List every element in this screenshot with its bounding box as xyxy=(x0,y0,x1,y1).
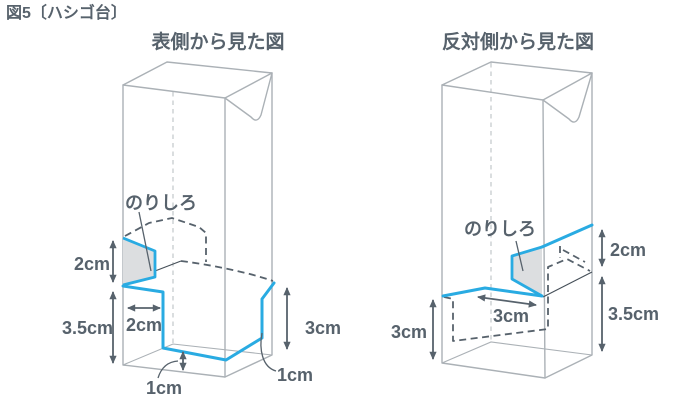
dim-label-lower-height: 3.5cm xyxy=(608,304,659,324)
carton-top-face xyxy=(122,61,273,99)
dim-label-bottom-strip: 1cm xyxy=(146,378,182,398)
fold-line xyxy=(542,271,593,298)
hidden-cut-notch xyxy=(124,217,207,262)
dim-label-flap-height: 2cm xyxy=(74,254,110,274)
dim-label-flap-height: 2cm xyxy=(610,240,646,260)
dim-arrow-step-width xyxy=(477,294,537,308)
page-title: 図5〔ハシゴ台〕 xyxy=(6,3,127,22)
back-view-caption: 反対側から見た図 xyxy=(442,30,594,53)
glue-flap-label: のりしろ xyxy=(464,219,536,239)
fold-line xyxy=(154,260,182,272)
leader-bottom-strip xyxy=(157,360,179,379)
glue-flap-shape xyxy=(510,245,543,298)
dim-label-side-height: 3cm xyxy=(305,318,341,338)
cut-line-lower xyxy=(441,286,544,298)
dim-label-step-width: 3cm xyxy=(493,306,529,326)
dim-label-lower-height: 3.5cm xyxy=(62,318,113,338)
hidden-cut-arc xyxy=(180,260,274,282)
hidden-flap-edge-2 xyxy=(562,249,586,263)
carton-front-right-edge xyxy=(542,99,546,379)
dim-label-side-offset: 1cm xyxy=(277,365,313,385)
cut-line xyxy=(121,281,276,362)
carton-top-face xyxy=(441,61,593,101)
leader-glue-flap xyxy=(515,240,524,272)
front-view-caption: 表側から見た図 xyxy=(151,30,284,53)
glue-flap-label: のりしろ xyxy=(125,193,197,213)
dim-label-step-width: 2cm xyxy=(126,315,162,335)
dim-label-left-height: 3cm xyxy=(391,322,427,342)
hidden-bottom-edges xyxy=(441,341,593,364)
leader-side-offset xyxy=(260,332,277,372)
glue-flap-shape xyxy=(122,236,157,287)
cut-line-upper xyxy=(540,223,594,249)
back-view-figure: 反対側から見た図 のりしろ 3cm 3cm 2cm 3.5cm xyxy=(391,30,659,379)
carton-top-ear-fold xyxy=(224,72,273,121)
front-view-figure: 表側から見た図 のりしろ 2cm 3.5cm 2cm 1cm 3cm 1cm xyxy=(62,30,341,398)
leader-glue-flap xyxy=(138,211,152,272)
carton-top-ear-fold xyxy=(542,72,593,123)
